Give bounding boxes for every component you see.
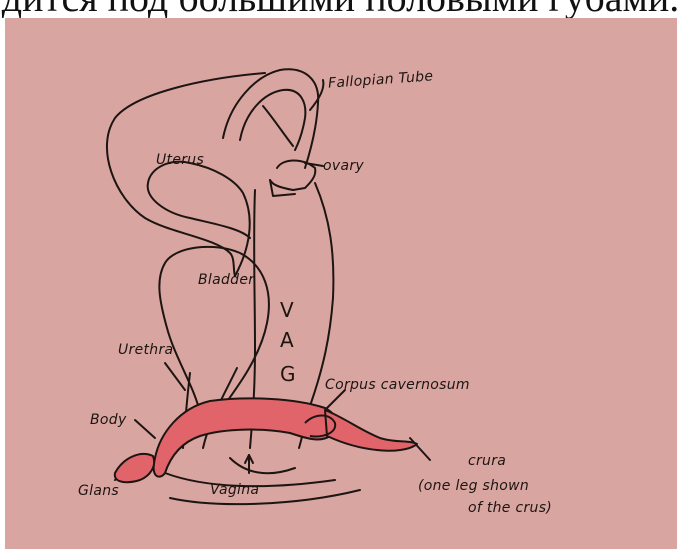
body-leader bbox=[135, 420, 155, 438]
uterus-outline bbox=[107, 73, 265, 276]
label-crura-note-line2: of the crus) bbox=[468, 500, 552, 516]
label-vagina: Vagina bbox=[210, 482, 259, 498]
label-vag-a: A bbox=[280, 328, 294, 352]
label-vag-v: V bbox=[280, 298, 294, 322]
anatomy-diagram bbox=[5, 18, 677, 549]
label-corpus-cavernosum: Corpus cavernosum bbox=[325, 377, 470, 393]
clitoris-shape bbox=[115, 398, 417, 482]
ovary-shape bbox=[270, 161, 315, 191]
label-glans: Glans bbox=[78, 483, 119, 499]
clitoris-glans bbox=[115, 454, 154, 482]
clitoris-body bbox=[154, 398, 337, 476]
label-crura: crura bbox=[468, 453, 506, 469]
label-vag-g: G bbox=[280, 362, 296, 386]
label-urethra: Urethra bbox=[118, 342, 173, 358]
fallopian-tube-cross bbox=[263, 106, 293, 146]
label-uterus: Uterus bbox=[156, 152, 204, 168]
label-body: Body bbox=[90, 412, 127, 428]
clitoris-crura bbox=[325, 410, 417, 451]
label-crura-note-line1: (one leg shown bbox=[418, 478, 529, 494]
fallopian-leader bbox=[310, 80, 323, 110]
corpus-leader bbox=[325, 390, 345, 410]
label-bladder: Bladder bbox=[198, 272, 254, 288]
vulva-line-3 bbox=[230, 458, 295, 473]
uterus-inner bbox=[148, 162, 250, 276]
vulva-line-2 bbox=[170, 490, 360, 504]
caption-fragment: дится под большими половыми губами. bbox=[0, 0, 681, 18]
crura-leader bbox=[410, 438, 430, 460]
ovary-leader bbox=[305, 163, 323, 166]
label-ovary: ovary bbox=[323, 158, 364, 174]
